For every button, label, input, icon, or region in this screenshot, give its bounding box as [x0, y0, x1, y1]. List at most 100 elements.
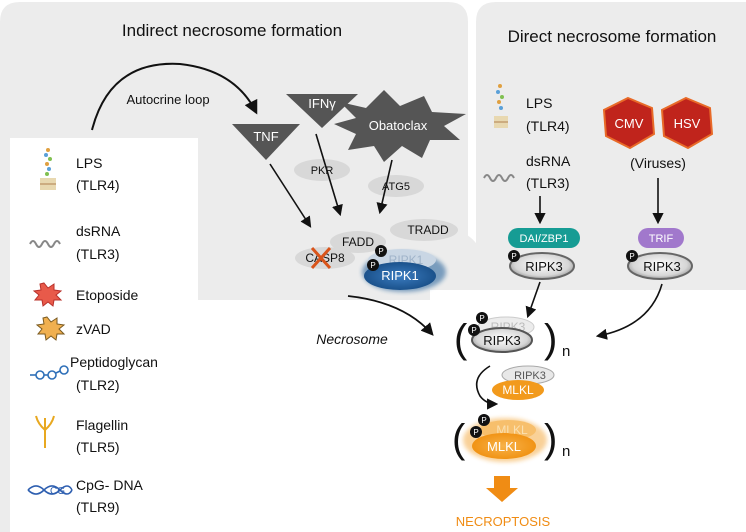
tradd-node: [390, 219, 458, 241]
phospho-badge-mlkl2: P: [470, 426, 482, 438]
tnf-triangle: [232, 124, 300, 160]
mlkl-recruit-arrow: [475, 365, 499, 410]
tnf-arrow: [269, 163, 312, 228]
necroptosis-arrow-icon: [486, 476, 518, 502]
ripk3-left-node: [509, 252, 575, 280]
obatoclax-arrow: [376, 159, 393, 215]
legend-flagellin-icon: [35, 415, 55, 448]
phospho-badge-ripk3-c1: P: [476, 312, 488, 324]
cmv-label: CMV: [615, 116, 644, 131]
dai-node: [508, 228, 580, 248]
legend-dsrna: dsRNA: [76, 223, 121, 239]
svg-text:P: P: [629, 252, 634, 261]
bracket-right-1: ): [544, 317, 557, 361]
necroptosis-label: NECROPTOSIS: [456, 514, 551, 529]
bracket-right-2: ): [544, 417, 557, 461]
mlkl-main-node: [472, 433, 536, 459]
ifn-arrow: [315, 133, 343, 217]
legend-lps-receptor: (TLR4): [76, 177, 120, 193]
svg-text:P: P: [378, 247, 383, 256]
phospho-badge-mlkl1: P: [478, 414, 490, 426]
atg5-label: ATG5: [382, 181, 410, 193]
necrosome-label: Necrosome: [316, 331, 388, 347]
subscript-n-2: n: [562, 443, 570, 460]
necrosome-arrow: [347, 295, 434, 336]
phospho-badge-ripk3-left: P: [508, 250, 520, 262]
svg-text:P: P: [511, 252, 516, 261]
ripk3-left-arrow: [525, 281, 541, 319]
legend-zvad: zVAD: [76, 321, 111, 337]
ripk3-central-label: RIPK3: [483, 333, 521, 348]
autocrine-loop-label: Autocrine loop: [126, 92, 209, 107]
svg-text:P: P: [479, 314, 484, 323]
direct-dsrna-icon: [483, 174, 515, 182]
casp8-inhibited-icon: [310, 246, 332, 270]
legend-etoposide: Etoposide: [76, 287, 138, 303]
legend-dsrna-receptor: (TLR3): [76, 246, 120, 262]
hsv-virus-icon: [660, 96, 714, 150]
trif-node: [638, 228, 684, 248]
casp8-node: [295, 247, 355, 269]
casp8-label: CASP8: [305, 251, 345, 265]
legend-etoposide-icon: [32, 282, 63, 307]
dai-label: DAI/ZBP1: [520, 233, 569, 245]
pkr-node: [294, 159, 350, 181]
direct-title: Direct necrosome formation: [508, 27, 717, 46]
ripk1-label: RIPK1: [381, 268, 419, 283]
ripk3-right-node: [627, 252, 693, 280]
atg5-node: [368, 175, 424, 197]
phospho-badge-ripk1b: P: [367, 259, 379, 271]
legend-cpg-icon: CG: [27, 485, 73, 497]
pkr-label: PKR: [311, 165, 334, 177]
direct-lps-receptor: (TLR4): [526, 118, 570, 134]
svg-text:P: P: [370, 261, 375, 270]
tradd-label: TRADD: [407, 223, 449, 237]
indirect-title: Indirect necrosome formation: [122, 21, 342, 40]
bracket-left-2: (: [452, 417, 466, 461]
svg-text:P: P: [471, 326, 476, 335]
legend-flagellin-receptor: (TLR5): [76, 439, 120, 455]
direct-dsrna: dsRNA: [526, 153, 571, 169]
ifn-triangle: [286, 94, 358, 128]
mlkl-label: MLKL: [502, 383, 534, 397]
fadd-label: FADD: [342, 235, 374, 249]
cmv-virus-icon: [602, 96, 656, 150]
svg-text:P: P: [481, 416, 486, 425]
svg-text:CG: CG: [50, 486, 65, 497]
svg-text:P: P: [473, 428, 478, 437]
phospho-badge-ripk3-right: P: [626, 250, 638, 262]
legend-box: [10, 138, 198, 532]
obatoclax-label: Obatoclax: [369, 118, 428, 133]
phospho-badge-ripk1a: P: [375, 245, 387, 257]
legend-peptidoglycan-icon: [30, 365, 69, 380]
viruses-label: (Viruses): [630, 155, 686, 171]
legend-peptidoglycan: Peptidoglycan: [70, 354, 158, 370]
ripk3-right-arrow: [595, 283, 663, 340]
legend-zvad-icon: [35, 316, 66, 341]
legend-lps-icon: [40, 148, 56, 190]
tnf-label: TNF: [253, 129, 278, 144]
legend-cpg: CpG- DNA: [76, 477, 144, 493]
subscript-n-1: n: [562, 343, 570, 360]
legend-peptidoglycan-receptor: (TLR2): [76, 377, 120, 393]
hsv-label: HSV: [674, 116, 701, 131]
direct-lps-icon: [494, 84, 508, 128]
mlkl-node: [492, 380, 544, 400]
direct-dsrna-receptor: (TLR3): [526, 175, 570, 191]
direct-lps: LPS: [526, 95, 552, 111]
phospho-badge-ripk3-c2: P: [468, 324, 480, 336]
ripk3-central-node: [471, 327, 533, 353]
legend-flagellin: Flagellin: [76, 417, 128, 433]
ifn-label: IFNγ: [308, 96, 336, 111]
legend-dsrna-icon: [29, 240, 61, 248]
ripk3-right-label: RIPK3: [643, 259, 681, 274]
autocrine-loop-arrow: [91, 62, 258, 131]
ripk3-small-label: RIPK3: [514, 370, 546, 382]
ripk1-node: [364, 262, 436, 290]
fadd-node: [330, 231, 386, 253]
obatoclax-burst: [334, 90, 466, 162]
legend-lps: LPS: [76, 155, 102, 171]
ripk3-left-label: RIPK3: [525, 259, 563, 274]
bracket-left-1: (: [454, 317, 468, 361]
